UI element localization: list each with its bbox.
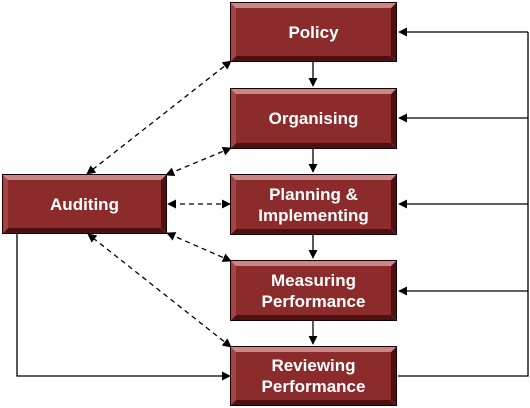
box-bevel-graphic [230, 174, 397, 235]
reviewing-performance-box: Reviewing Performance [230, 346, 397, 406]
auditing-box: Auditing [2, 174, 167, 234]
organising-box: Organising [230, 88, 397, 149]
box-bevel-graphic [230, 260, 397, 321]
dashed-link-organising-auditing [165, 146, 232, 177]
dashed-link-reviewing-auditing [87, 233, 232, 348]
box-bevel-graphic [2, 174, 167, 234]
arrow-auditing-to-reviewing [16, 234, 231, 381]
planning-implementing-box: Planning & Implementing [230, 174, 397, 235]
box-bevel-graphic [230, 346, 397, 406]
feedback-line-reviewing-to-right [398, 32, 529, 377]
policy-box: Policy [230, 2, 397, 62]
box-bevel-graphic [230, 88, 397, 149]
measuring-performance-box: Measuring Performance [230, 260, 397, 321]
dashed-link-measuring-auditing [166, 232, 232, 262]
dashed-link-policy-auditing [86, 60, 232, 175]
box-bevel-graphic [230, 2, 397, 62]
